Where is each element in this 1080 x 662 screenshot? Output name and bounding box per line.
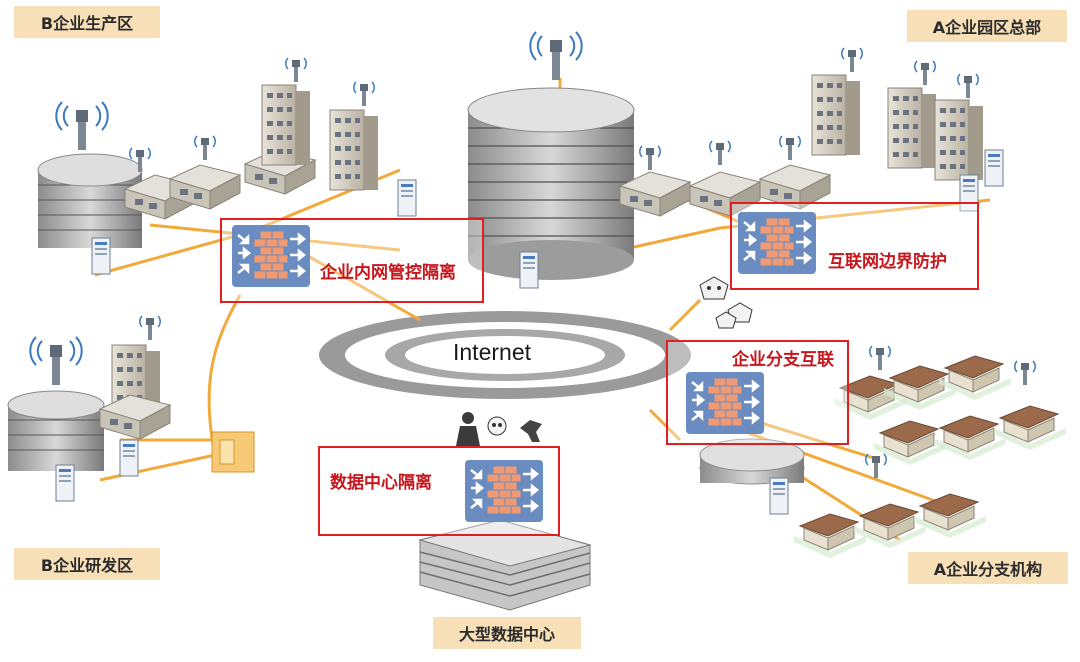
antenna-tower-icon [55,101,109,151]
a-headquarters-campus [619,47,1004,217]
hacker-icon [456,412,542,446]
b-rnd-campus [7,315,255,502]
server-icon [91,237,111,275]
b-production-campus [37,57,417,275]
branch-firewall-label: 企业分支互联 [732,350,834,370]
internet-border-firewall-box [730,202,979,290]
internet-rings [319,311,691,399]
datacenter-firewall-box [318,446,560,536]
intranet-firewall-box [220,218,484,303]
data-center-building [418,519,592,611]
skull-icon [487,276,753,436]
intranet-firewall-label: 企业内网管控隔离 [320,263,456,283]
a-branch-zone-label: A企业分支机构 [908,552,1068,584]
datacenter-firewall-label: 数据中心隔离 [330,473,432,493]
a-branch-campus [699,345,1067,559]
antenna-tower-icon [29,336,83,386]
internet-label: Internet [453,339,531,365]
a-headquarters-zone-label: A企业园区总部 [907,10,1067,42]
branch-firewall-box [666,340,849,445]
central-tower [467,31,635,289]
internet-border-firewall-label: 互联网边界防护 [828,252,947,272]
datacenter-zone-label: 大型数据中心 [433,617,581,649]
b-production-zone-label: B企业生产区 [14,6,160,38]
antenna-tower-icon [529,31,583,81]
b-rnd-zone-label: B企业研发区 [14,548,160,580]
